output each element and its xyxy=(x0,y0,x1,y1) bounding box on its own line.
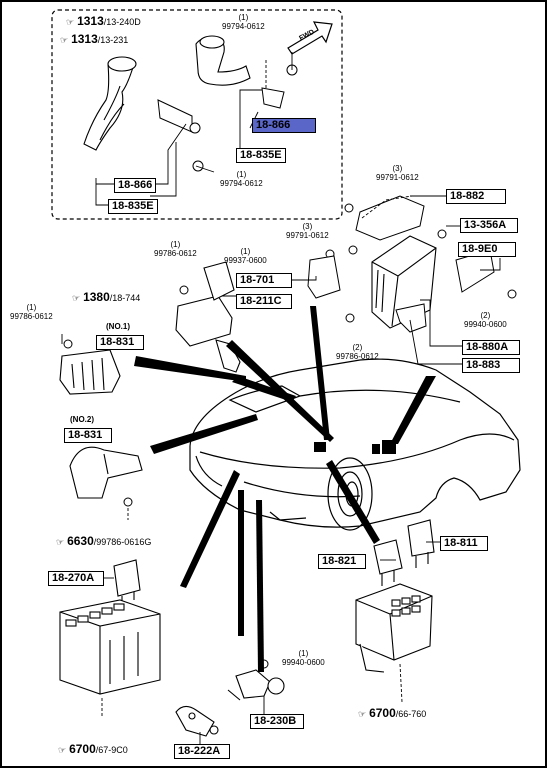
ref-1380-18-744: ☞1380/18-744 xyxy=(72,290,141,304)
part-number-99786-0612-c[interactable]: (2)99786-0612 xyxy=(336,343,379,361)
module-831-no1-drawing xyxy=(59,349,121,395)
part-box-18-701[interactable]: 18-701 xyxy=(236,273,292,288)
ref-6700-67-9c0: ☞6700/67-9C0 xyxy=(58,742,128,756)
reference-icon: ☞ xyxy=(58,745,67,755)
forward-arrow-icon xyxy=(287,21,333,55)
relay-811-drawing xyxy=(407,519,435,568)
part-box-18-270a[interactable]: 18-270A xyxy=(48,571,104,586)
part-box-18-811[interactable]: 18-811 xyxy=(440,536,488,551)
part-box-18-882[interactable]: 18-882 xyxy=(446,189,506,204)
part-box-18-866-highlighted[interactable]: 18-866 xyxy=(252,118,316,133)
sensor-230b-drawing xyxy=(227,669,285,701)
control-unit-211c-drawing xyxy=(175,261,241,373)
ref-1313-231: ☞1313/13-231 xyxy=(60,32,129,46)
module-831-no2-drawing xyxy=(69,446,143,499)
relay-270a-drawing xyxy=(113,559,141,604)
part-number-99791-0612-a[interactable]: (3)99791-0612 xyxy=(376,164,419,182)
note-no2: (NO.2) xyxy=(70,415,94,424)
bottom-leader-lines xyxy=(199,696,265,744)
part-number-99940-0600-a[interactable]: (2)99940-0600 xyxy=(464,311,507,329)
junction-box-67-drawing xyxy=(59,599,161,695)
reference-icon: ☞ xyxy=(66,17,75,27)
inset-leader-lines xyxy=(95,52,293,206)
relay-small-drawing xyxy=(307,255,341,299)
air-hose-lower-drawing xyxy=(83,56,137,151)
vehicle-location-marks xyxy=(314,440,396,454)
part-box-18-880a[interactable]: 18-880A xyxy=(462,340,520,355)
part-box-18-866[interactable]: 18-866 xyxy=(114,178,157,193)
part-box-18-831-no2[interactable]: 18-831 xyxy=(64,428,112,443)
reference-icon: ☞ xyxy=(56,537,65,547)
part-number-99791-0612-b[interactable]: (3)99791-0612 xyxy=(286,222,329,240)
part-box-13-356a[interactable]: 13-356A xyxy=(460,218,518,233)
inset-dashed-border xyxy=(51,9,343,220)
part-number-99786-0612-a[interactable]: (1)99786-0612 xyxy=(154,240,197,258)
lower-left-leader-lines xyxy=(61,334,129,718)
part-number-99940-0600-b[interactable]: (1)99940-0600 xyxy=(282,649,325,667)
part-number-99794-0612-lower[interactable]: (1)99794-0612 xyxy=(220,170,263,188)
part-number-99786-0612-b[interactable]: (1)99786-0612 xyxy=(10,303,53,321)
sensor-222a-drawing xyxy=(175,705,219,737)
location-pointer-lines xyxy=(134,306,436,672)
lower-right-leader-lines xyxy=(380,541,440,703)
note-no1: (NO.1) xyxy=(106,322,130,331)
junction-box-6700-drawing xyxy=(355,583,433,673)
part-box-18-230b[interactable]: 18-230B xyxy=(250,714,304,729)
reference-icon: ☞ xyxy=(72,293,81,303)
part-box-18-835e-upper[interactable]: 18-835E xyxy=(236,148,286,163)
ref-6630: ☞6630/99786-0616G xyxy=(56,534,152,548)
part-number-99937-0600[interactable]: (1)99937-0600 xyxy=(224,247,267,265)
ecu-bracket-drawing xyxy=(355,195,495,333)
part-number-99794-0612-top[interactable]: (1)99794-0612 xyxy=(222,13,265,31)
ref-6700-66-760: ☞6700/66-760 xyxy=(358,706,427,720)
part-box-18-821[interactable]: 18-821 xyxy=(318,554,366,569)
air-hose-upper-drawing xyxy=(195,35,251,86)
part-box-18-883[interactable]: 18-883 xyxy=(462,358,520,373)
part-box-18-222a[interactable]: 18-222A xyxy=(174,744,230,759)
part-box-18-835e[interactable]: 18-835E xyxy=(108,199,158,214)
relay-821-drawing xyxy=(373,539,403,586)
part-box-18-9e0[interactable]: 18-9E0 xyxy=(458,242,516,257)
reference-icon: ☞ xyxy=(60,35,69,45)
part-box-18-211c[interactable]: 18-211C xyxy=(236,294,292,309)
ref-1313-240d: ☞1313/13-240D xyxy=(66,14,141,28)
part-box-18-831-no1[interactable]: 18-831 xyxy=(96,335,144,350)
reference-icon: ☞ xyxy=(358,709,367,719)
